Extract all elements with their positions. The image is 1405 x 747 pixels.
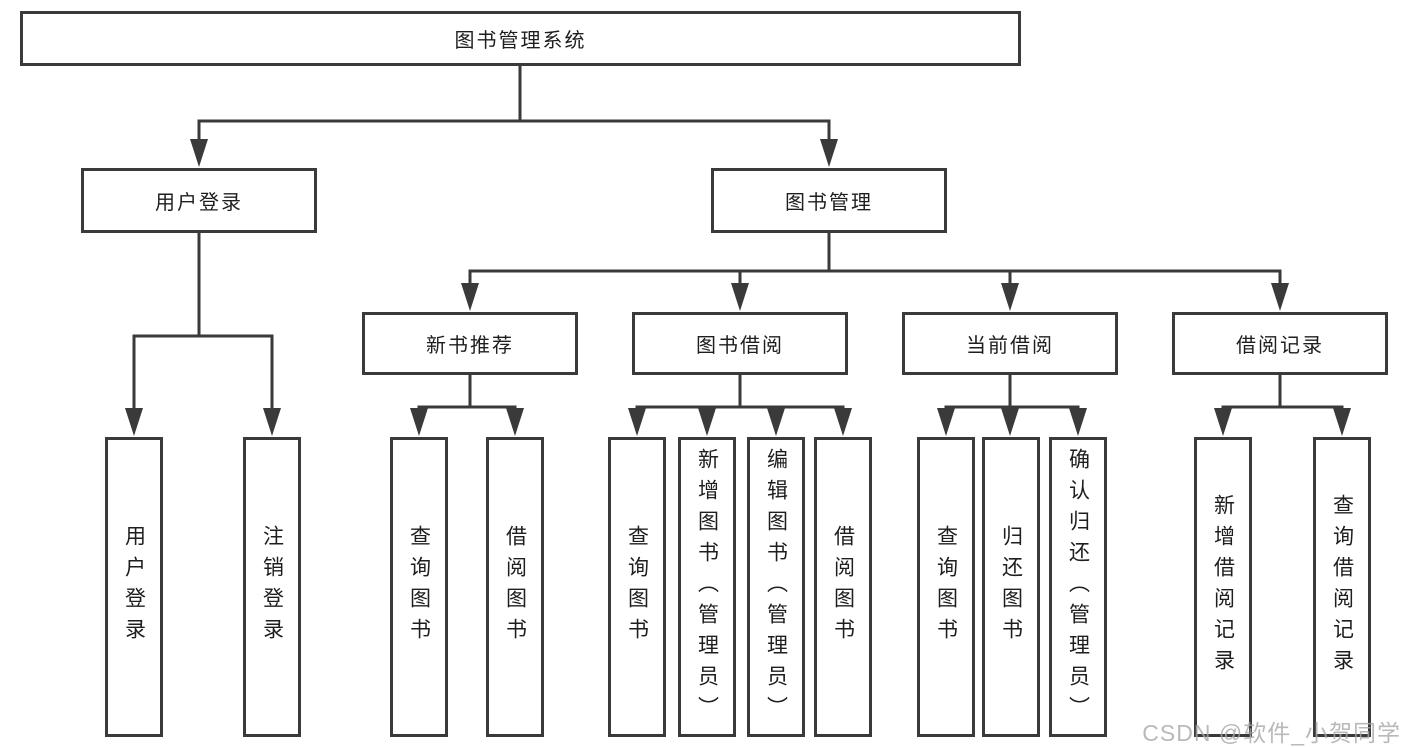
leaf-logout: 注销登录 [243, 437, 301, 737]
node-borrow-record: 借阅记录 [1172, 312, 1388, 375]
node-current-borrow: 当前借阅 [902, 312, 1118, 375]
node-book-borrow: 图书借阅 [632, 312, 848, 375]
leaf-cb-confirm-return-admin-label: 确认归还（管理员） [1066, 447, 1090, 727]
node-book-management: 图书管理 [711, 168, 947, 233]
node-borrow-record-label: 借阅记录 [1236, 335, 1324, 357]
node-user-login-label: 用户登录 [155, 192, 243, 214]
leaf-logout-label: 注销登录 [260, 525, 284, 649]
leaf-cb-query-book: 查询图书 [917, 437, 975, 737]
leaf-bb-query-book: 查询图书 [608, 437, 666, 737]
leaf-user-login: 用户登录 [105, 437, 163, 737]
leaf-cb-query-book-label: 查询图书 [934, 525, 958, 649]
leaf-bb-edit-book-admin: 编辑图书（管理员） [747, 437, 805, 737]
leaf-br-add-record-label: 新增借阅记录 [1211, 494, 1235, 680]
leaf-nb-borrow-book: 借阅图书 [486, 437, 544, 737]
leaf-br-query-record-label: 查询借阅记录 [1330, 494, 1354, 680]
csdn-watermark: CSDN @软件_小贺同学 [1142, 720, 1401, 746]
leaf-nb-query-book-label: 查询图书 [407, 525, 431, 649]
leaf-br-query-record: 查询借阅记录 [1313, 437, 1371, 737]
node-current-borrow-label: 当前借阅 [966, 335, 1054, 357]
leaf-cb-return-book-label: 归还图书 [999, 525, 1023, 649]
node-root: 图书管理系统 [20, 11, 1021, 66]
leaf-cb-confirm-return-admin: 确认归还（管理员） [1049, 437, 1107, 737]
leaf-nb-borrow-book-label: 借阅图书 [503, 525, 527, 649]
leaf-bb-borrow-book-label: 借阅图书 [831, 525, 855, 649]
leaf-bb-add-book-admin-label: 新增图书（管理员） [695, 447, 719, 727]
leaf-br-add-record: 新增借阅记录 [1194, 437, 1252, 737]
node-book-borrow-label: 图书借阅 [696, 335, 784, 357]
leaf-bb-add-book-admin: 新增图书（管理员） [678, 437, 736, 737]
node-root-label: 图书管理系统 [454, 30, 587, 52]
leaf-bb-edit-book-admin-label: 编辑图书（管理员） [764, 447, 788, 727]
leaf-cb-return-book: 归还图书 [982, 437, 1040, 737]
node-new-book-recommend: 新书推荐 [362, 312, 578, 375]
leaf-bb-query-book-label: 查询图书 [625, 525, 649, 649]
leaf-nb-query-book: 查询图书 [390, 437, 448, 737]
leaf-user-login-label: 用户登录 [122, 525, 146, 649]
node-user-login: 用户登录 [81, 168, 317, 233]
leaf-bb-borrow-book: 借阅图书 [814, 437, 872, 737]
node-book-management-label: 图书管理 [785, 192, 873, 214]
node-new-book-recommend-label: 新书推荐 [426, 335, 514, 357]
